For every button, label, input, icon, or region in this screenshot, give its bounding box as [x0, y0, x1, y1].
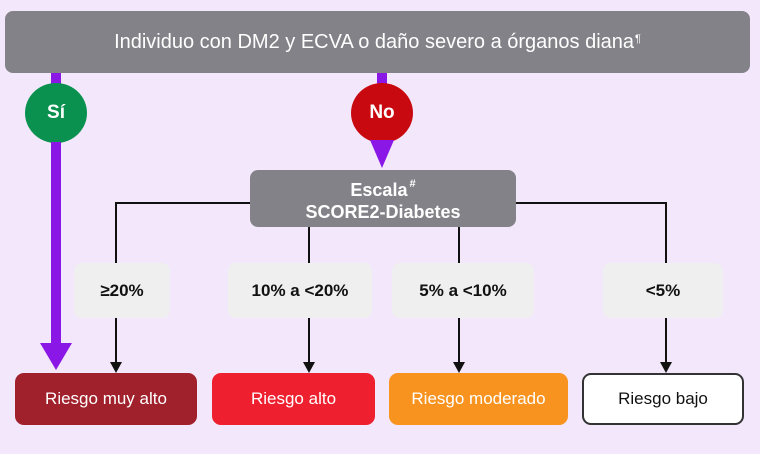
yes-arrowhead-icon	[40, 343, 72, 370]
arrow-shaft-4	[665, 318, 667, 364]
score2-diabetes-box: Escala# SCORE2-Diabetes	[250, 170, 516, 227]
arrow-shaft-3	[458, 318, 460, 364]
connector-left-horizontal	[115, 202, 250, 204]
risk-label: Riesgo muy alto	[45, 389, 167, 408]
arrow-shaft-2	[308, 318, 310, 364]
risk-high: Riesgo alto	[212, 373, 375, 425]
risk-low: Riesgo bajo	[582, 373, 744, 425]
range-label: 10% a <20%	[251, 280, 349, 300]
arrow-shaft-1	[115, 318, 117, 364]
scale-name: SCORE2-Diabetes	[305, 201, 461, 222]
no-arrowhead-icon	[370, 140, 394, 168]
no-node: No	[351, 83, 413, 143]
yes-label: Sí	[47, 102, 65, 123]
arrowhead-3-icon	[453, 362, 465, 373]
connector-right-horizontal	[516, 202, 667, 204]
condition-text: Individuo con DM2 y ECVA o daño severo a…	[114, 30, 635, 53]
range-label: <5%	[645, 280, 681, 300]
risk-moderate: Riesgo moderado	[389, 373, 568, 425]
arrowhead-1-icon	[110, 362, 122, 373]
connector-mid-right-vertical	[458, 227, 460, 263]
range-box-3: 5% a <10%	[392, 263, 534, 318]
yes-connector-top	[51, 73, 61, 85]
yes-arrow-shaft	[51, 142, 61, 344]
range-label: 5% a <10%	[419, 280, 507, 300]
arrowhead-4-icon	[660, 362, 672, 373]
scale-footnote: #	[409, 177, 416, 190]
no-connector-top	[377, 73, 387, 85]
arrowhead-2-icon	[303, 362, 315, 373]
footnote-marker: ¶	[635, 33, 641, 45]
risk-very-high: Riesgo muy alto	[15, 373, 197, 425]
connector-right-vertical	[665, 202, 667, 263]
connector-mid-left-vertical	[308, 227, 310, 263]
risk-label: Riesgo bajo	[618, 389, 708, 408]
condition-box: Individuo con DM2 y ECVA o daño severo a…	[5, 11, 750, 73]
risk-label: Riesgo alto	[250, 389, 337, 408]
range-box-1: ≥20%	[74, 263, 170, 318]
connector-left-vertical	[115, 202, 117, 263]
yes-node: Sí	[25, 83, 87, 143]
scale-label: Escala	[350, 179, 408, 200]
risk-label: Riesgo moderado	[411, 389, 546, 408]
range-box-2: 10% a <20%	[228, 263, 372, 318]
range-box-4: <5%	[603, 263, 723, 318]
range-label: ≥20%	[100, 280, 144, 300]
no-label: No	[369, 102, 395, 123]
